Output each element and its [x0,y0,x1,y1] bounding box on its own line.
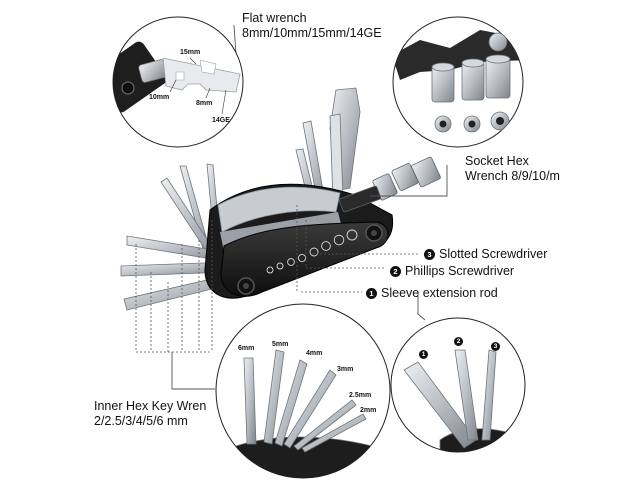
tool-body [204,183,394,299]
slotted-screwdriver-label: 3 Slotted Screwdriver [424,247,547,262]
callout-14ge: 14GE [212,117,230,124]
socket-sizes: Wrench 8/9/10/m [465,169,560,183]
callout-10mm: 10mm [149,94,170,101]
flat-wrench-title: Flat wrench [242,11,307,25]
inset-bullet-1: 1 [419,344,428,362]
sleeve-rod-label: 1 Sleeve extension rod [366,286,498,301]
callout-2mm: 2mm [360,407,377,414]
socket-detail [393,30,523,133]
bullet-2: 2 [390,266,401,277]
bullet-3: 3 [424,249,435,260]
inset-bullet-2-mark: 2 [454,337,463,346]
callout-2-5mm: 2.5mm [349,392,372,399]
callout-3mm: 3mm [337,366,354,373]
socket-title: Socket Hex [465,154,529,168]
callout-4mm: 4mm [306,350,323,357]
guide-lines [135,205,418,353]
callout-5mm: 5mm [272,341,289,348]
inset-bullet-2: 2 [454,331,463,349]
inset-bullet-3-mark: 3 [491,342,500,351]
inset-bullet-1-mark: 1 [419,350,428,359]
bullet-1: 1 [366,288,377,299]
hex-key-sizes: 2/2.5/3/4/5/6 mm [94,414,188,428]
inset-bullet-3: 3 [491,336,500,354]
callout-8mm: 8mm [196,100,213,107]
sleeve-text: Sleeve extension rod [381,286,498,300]
flat-wrench-detail [113,41,241,115]
hex-key-title: Inner Hex Key Wren [94,399,207,413]
phillips-text: Phillips Screwdriver [405,264,515,278]
phillips-screwdriver-label: 2 Phillips Screwdriver [390,264,514,279]
callout-15mm: 15mm [180,49,201,56]
callout-6mm: 6mm [238,345,255,352]
flat-wrench-sizes: 8mm/10mm/15mm/14GE [242,26,382,40]
sockets-on-tool [338,156,441,213]
slotted-text: Slotted Screwdriver [439,247,548,261]
